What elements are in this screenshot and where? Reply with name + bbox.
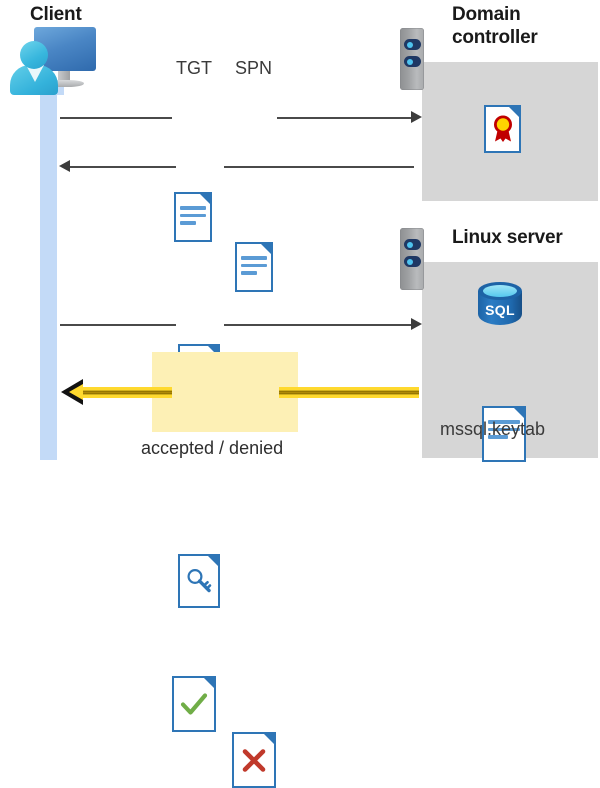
flow-1-line-right [277, 117, 413, 119]
flow-1-arrowhead [411, 111, 422, 123]
server-bay-icon [404, 239, 421, 250]
monitor-base-icon [46, 80, 84, 87]
flow-4-line-right [279, 387, 419, 398]
key-icon [185, 567, 213, 600]
sql-database-label: SQL [485, 302, 515, 318]
flow-4-arrowhead-fill [69, 384, 83, 400]
checkmark-icon [180, 692, 208, 723]
client-lifeline [40, 88, 57, 460]
person-collar-icon [26, 65, 44, 82]
seal-icon [490, 112, 516, 147]
accepted-denied-label: accepted / denied [141, 438, 284, 458]
server-bay-icon [404, 56, 421, 67]
cross-icon [241, 748, 267, 779]
client-title: Client [30, 4, 82, 25]
flow-3-line-left [60, 324, 176, 326]
keytab-filename-label: mssql.keytab [440, 419, 546, 439]
server-bay-icon [404, 39, 421, 50]
diagram-canvas: Client Domain controller Linux server [8, 4, 598, 788]
server-tower-icon [400, 28, 424, 90]
certificate-document-icon [484, 105, 521, 153]
service-ticket-document-icon [178, 554, 220, 608]
tgt-label: TGT [176, 58, 212, 78]
result-highlight-box [152, 352, 298, 432]
client-icon [8, 27, 96, 95]
domain-controller-title: Domain controller [452, 4, 538, 48]
spn-document-icon [235, 242, 273, 292]
spn-label: SPN [235, 58, 273, 78]
flow-1-line-left [60, 117, 172, 119]
linux-server-title: Linux server [452, 227, 563, 248]
flow-3-line-right [224, 324, 413, 326]
flow-4-line-left [83, 387, 172, 398]
person-head-icon [20, 41, 48, 69]
sql-database-icon: SQL [478, 282, 522, 332]
denied-document-icon [232, 732, 276, 788]
flow-2-arrowhead [59, 160, 70, 172]
server-bay-icon [404, 256, 421, 267]
accepted-document-icon [172, 676, 216, 732]
keytab-document-icon [482, 406, 526, 462]
tgt-document-icon [174, 192, 212, 242]
flow-2-line-right [224, 166, 414, 168]
flow-2-line-left [70, 166, 176, 168]
server-tower-icon [400, 228, 424, 290]
monitor-stand-icon [58, 71, 70, 81]
flow-3-arrowhead [411, 318, 422, 330]
